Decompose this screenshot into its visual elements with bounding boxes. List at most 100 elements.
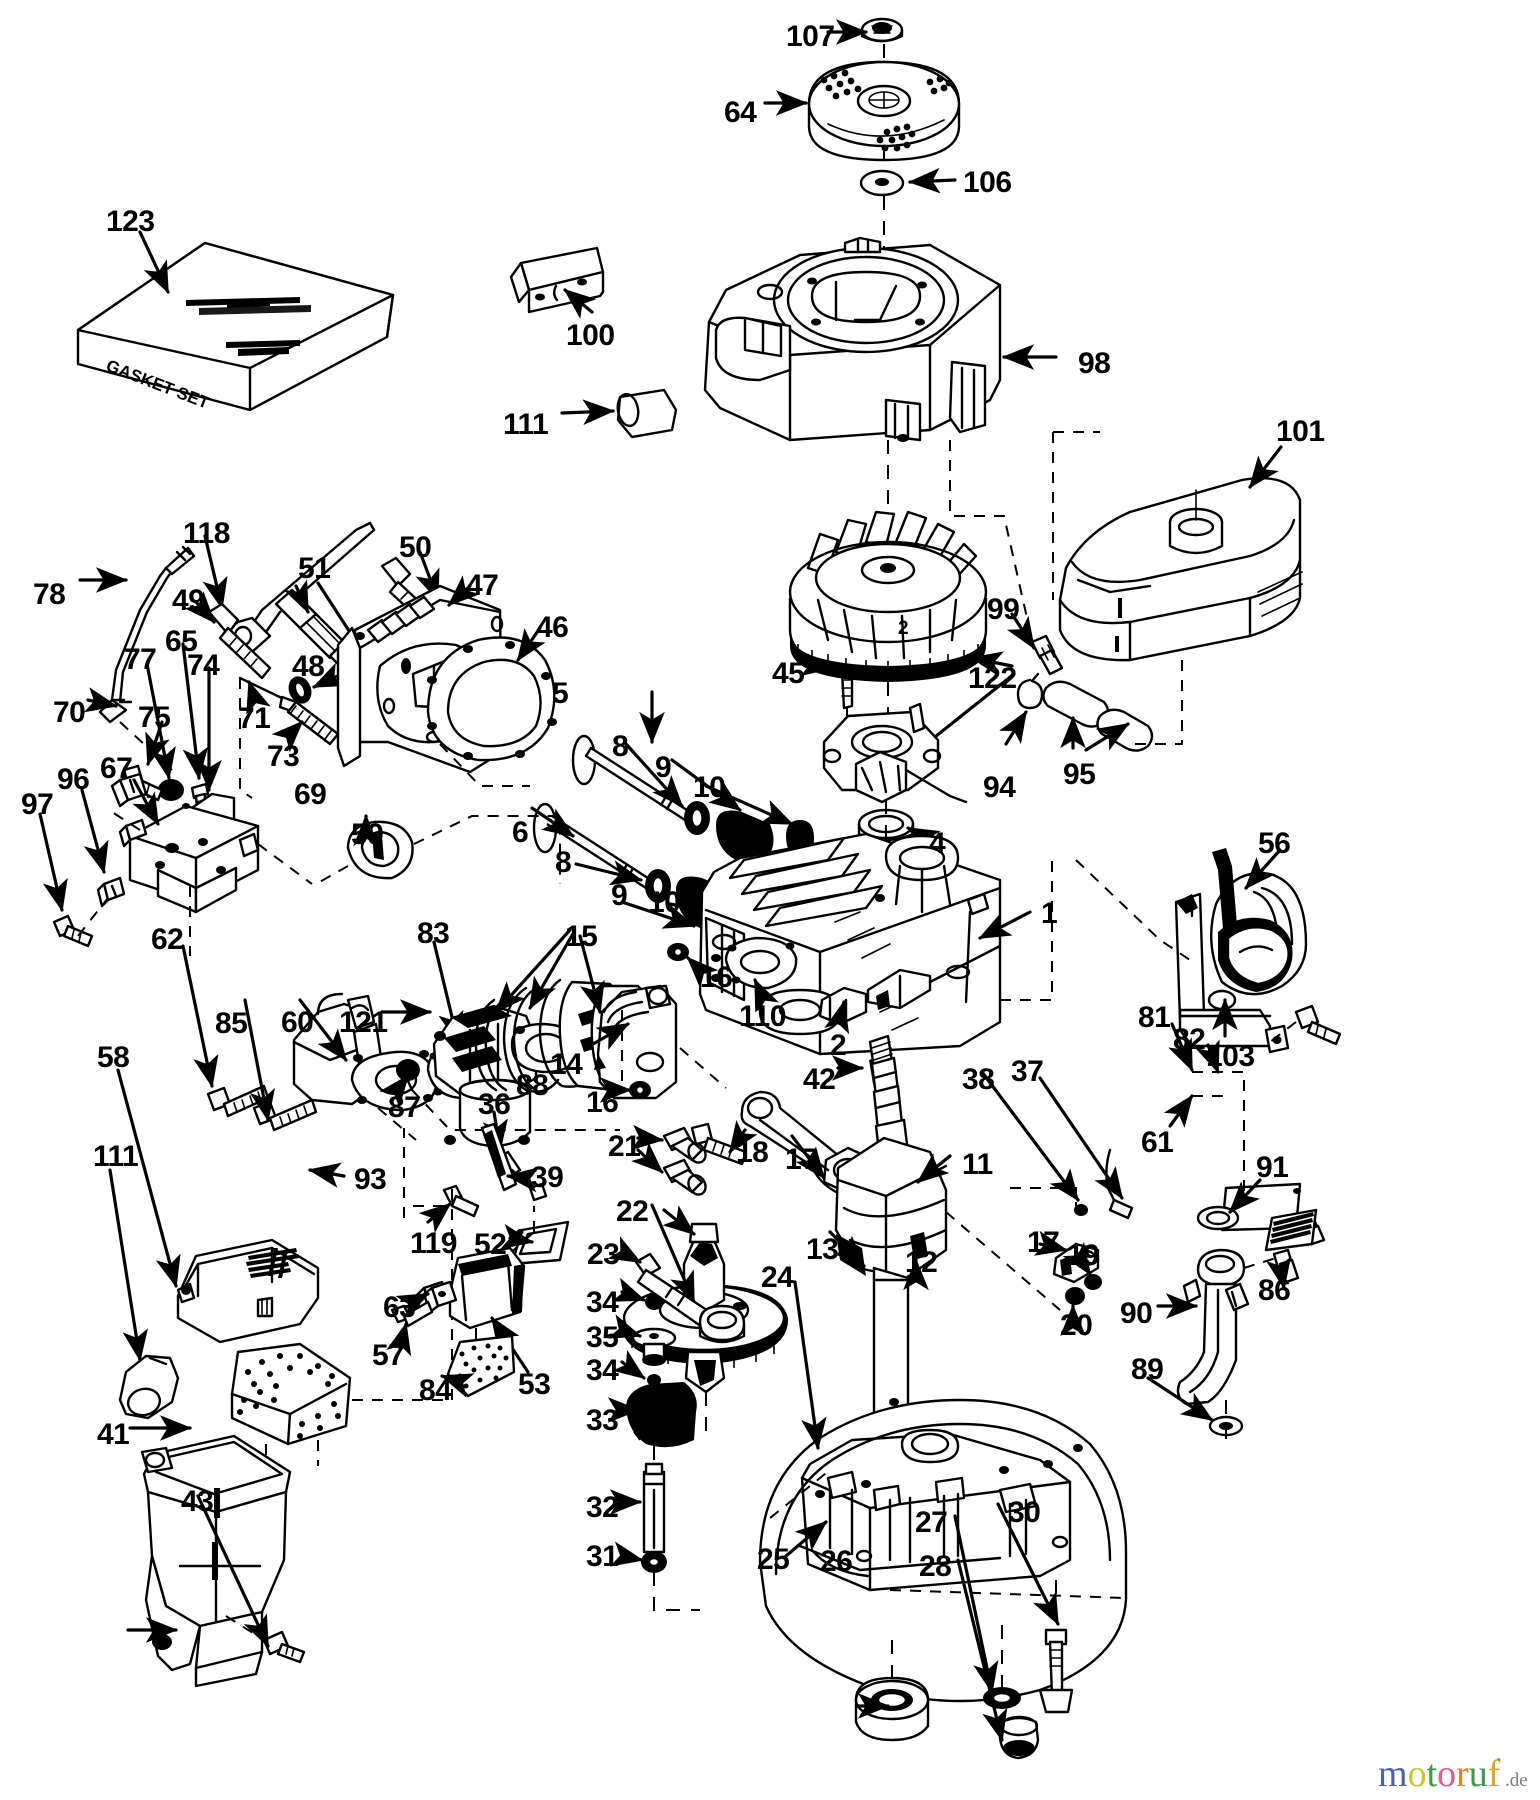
- callout-39: 39: [531, 1161, 564, 1194]
- part-28-drain-plug: [998, 1715, 1040, 1760]
- callout-12: 12: [905, 1246, 938, 1279]
- part-19-ball: [1084, 1274, 1102, 1290]
- callout-56: 56: [1258, 827, 1291, 860]
- watermark-letter: o: [1407, 1753, 1427, 1795]
- leader-71: [246, 680, 271, 715]
- callout-89: 89: [1131, 1353, 1164, 1386]
- part-99-screw: [1030, 634, 1064, 676]
- callout-25: 25: [757, 1543, 790, 1576]
- assoc-56: [1075, 859, 1191, 961]
- callout-91: 91: [1256, 1151, 1289, 1184]
- callout-38: 38: [962, 1063, 995, 1096]
- callout-8: 8: [612, 730, 629, 763]
- callout-42: 42: [803, 1063, 836, 1096]
- callout-88: 88: [516, 1069, 549, 1102]
- callout-123: 123: [106, 205, 155, 238]
- callout-94: 94: [983, 771, 1016, 804]
- callout-97: 97: [21, 788, 54, 821]
- callout-28: 28: [919, 1550, 952, 1583]
- callout-111: 111: [93, 1140, 139, 1173]
- callout-101: 101: [1276, 415, 1325, 448]
- assoc-81: [1192, 1071, 1245, 1202]
- callout-10: 10: [693, 771, 726, 804]
- part-32-pin: [642, 1462, 666, 1554]
- part-46-head-gasket: [426, 636, 557, 762]
- assoc-43: [225, 1615, 265, 1641]
- leader-60: [298, 998, 348, 1062]
- callout-100: 100: [566, 319, 615, 352]
- part-16-piston-pin-clip-lower: [629, 1081, 651, 1099]
- callout-33: 33: [586, 1404, 619, 1437]
- callout-17: 17: [785, 1143, 818, 1176]
- callout-47: 47: [466, 569, 499, 602]
- callout-82: 82: [1173, 1023, 1206, 1056]
- callout-57: 57: [372, 1339, 405, 1372]
- leader-111-upper: [560, 399, 615, 425]
- part-33-oil-pump-rotor: [626, 1382, 697, 1448]
- callout-13: 13: [806, 1233, 839, 1266]
- part-93-air-filter-element: [230, 1342, 352, 1446]
- callout-16: 16: [586, 1086, 619, 1119]
- callout-83: 83: [417, 917, 450, 950]
- callout-15: 15: [565, 920, 598, 953]
- leader-94: [999, 710, 1028, 746]
- part-9-valve-spring-upper: [716, 810, 774, 862]
- assoc-59: [413, 815, 561, 884]
- callout-110: 110: [739, 1000, 786, 1033]
- leader-9b: [620, 900, 696, 929]
- callout-107: 107: [786, 20, 835, 53]
- leader-25: [784, 1520, 828, 1558]
- callout-4: 4: [929, 827, 946, 860]
- leader-34b: [612, 1349, 646, 1380]
- part-53-breather: [414, 1246, 526, 1330]
- assoc-103: [1269, 1021, 1297, 1043]
- part-91-seal: [1196, 1205, 1240, 1231]
- assoc-11: [945, 1211, 1061, 1311]
- callout-6: 6: [512, 816, 529, 849]
- callout-67: 67: [100, 752, 133, 785]
- callout-77: 77: [124, 643, 157, 676]
- watermark-letter: t: [1426, 1753, 1438, 1795]
- leader-62: [181, 944, 219, 1088]
- leader-118: [202, 534, 228, 610]
- part-95-fuel-hose: [1042, 680, 1154, 752]
- callout-75: 75: [138, 701, 171, 734]
- leader-81: [1168, 1022, 1194, 1072]
- leader-65: [181, 642, 209, 780]
- leader-19: [1062, 1241, 1092, 1276]
- callout-103: 103: [1206, 1040, 1255, 1073]
- leader-30: [996, 1502, 1060, 1626]
- callout-17: 17: [1027, 1226, 1060, 1259]
- callout-43: 43: [181, 1485, 214, 1518]
- part-34-ball-upper: [645, 1294, 663, 1310]
- callout-118: 118: [183, 517, 230, 550]
- leader-86: [1266, 1256, 1292, 1290]
- callout-26: 26: [820, 1545, 853, 1578]
- callout-35: 35: [586, 1321, 619, 1354]
- leader-47: [447, 575, 480, 607]
- leader-15c: [578, 934, 605, 1014]
- callout-45: 45: [772, 657, 805, 690]
- assoc-99: [949, 440, 1033, 641]
- part-100-bracket: [509, 246, 605, 314]
- callout-98: 98: [1078, 347, 1111, 380]
- watermark-letter: r: [1456, 1753, 1469, 1795]
- part-123-gasket-set: GASKET SET: [76, 241, 395, 413]
- leader-22: [650, 1203, 696, 1304]
- leader-123: [138, 230, 170, 294]
- part-48-gasket-ring: [288, 676, 312, 704]
- callout-46: 46: [536, 611, 569, 644]
- callout-96: 96: [57, 763, 90, 796]
- callout-99: 99: [987, 593, 1020, 626]
- leader-84: [440, 1373, 475, 1398]
- assoc-95: [1135, 660, 1183, 745]
- watermark-letter: o: [1437, 1753, 1457, 1795]
- leader-11: [916, 1153, 952, 1184]
- leader-70: [83, 687, 118, 713]
- callout-20: 20: [1060, 1309, 1093, 1342]
- leader-14: [584, 1022, 630, 1051]
- leader-110: [753, 978, 779, 1013]
- callout-90: 90: [1120, 1297, 1153, 1330]
- part-26-oil-seal: [854, 1676, 930, 1742]
